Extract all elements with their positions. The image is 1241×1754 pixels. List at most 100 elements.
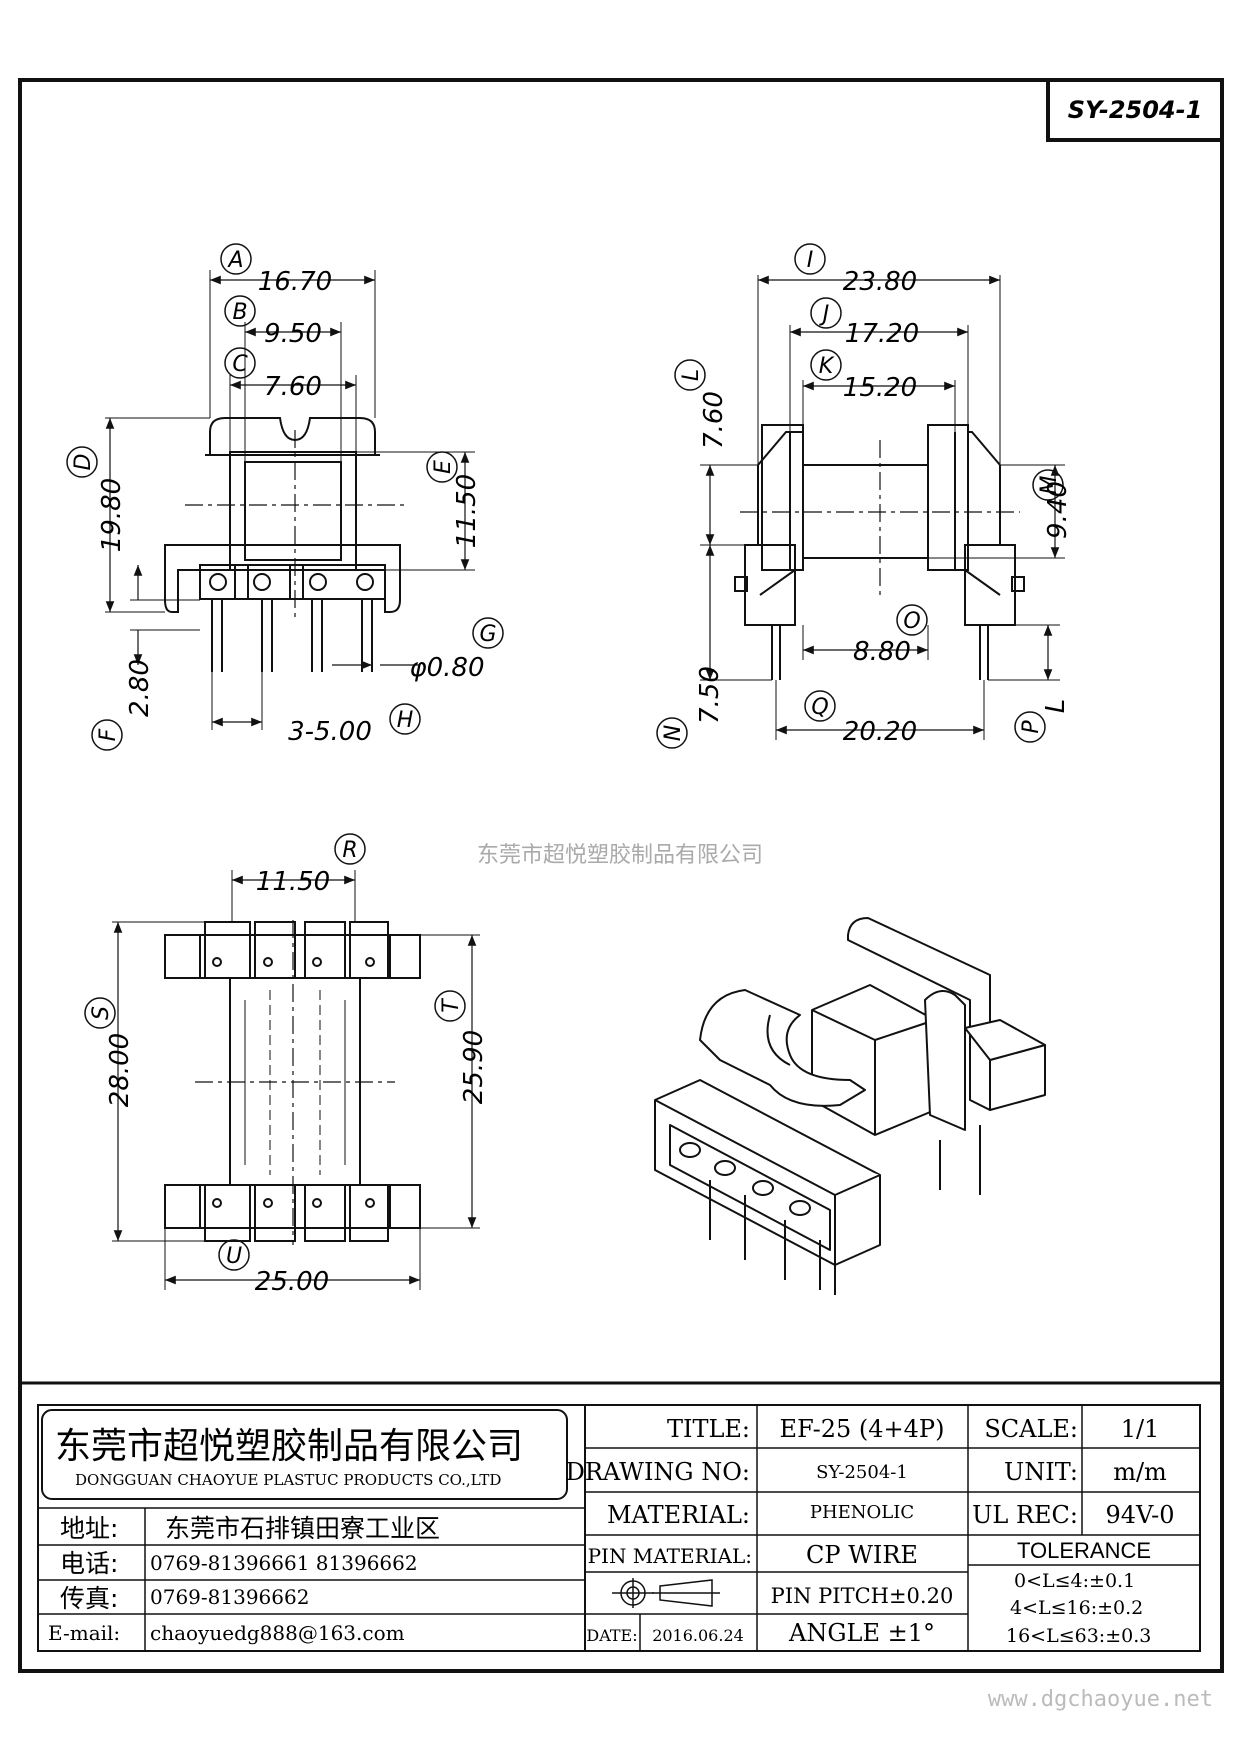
- callout-j: [810, 297, 842, 329]
- dim-c: 7.60: [264, 372, 322, 402]
- tolerance-row: 16<L≤63:±0.3: [1006, 1625, 1151, 1647]
- bottom-view: [112, 870, 480, 1290]
- side-view: [700, 275, 1065, 740]
- svg-text:F: F: [96, 728, 121, 741]
- callout-n: [656, 717, 688, 749]
- callout-g: [472, 617, 504, 649]
- bottom-view-labels: R 11.50 S 28.00 T 25.90 U 25.00: [84, 833, 489, 1297]
- projection-symbol-icon: [612, 1578, 720, 1608]
- callout-i: [794, 243, 826, 275]
- callout-a: [220, 243, 252, 275]
- pin-material-value: CP WIRE: [806, 1541, 918, 1569]
- dim-p: L: [1041, 699, 1071, 714]
- date-label: DATE:: [586, 1626, 637, 1645]
- scale-label: SCALE:: [984, 1415, 1078, 1443]
- callout-u: [218, 1239, 250, 1271]
- svg-text:R: R: [342, 838, 357, 863]
- svg-text:B: B: [232, 300, 247, 325]
- svg-text:J: J: [819, 302, 830, 327]
- svg-text:Q: Q: [811, 695, 828, 720]
- svg-text:D: D: [71, 454, 96, 471]
- ul-rec-label: UL REC:: [972, 1501, 1078, 1529]
- callout-p: [1014, 711, 1046, 743]
- fax-value: 0769-81396662: [150, 1585, 309, 1609]
- svg-text:L: L: [679, 369, 704, 381]
- dim-m: 9.40: [1043, 481, 1073, 539]
- dim-t: 25.90: [459, 1030, 489, 1104]
- pin-material-label: PIN MATERIAL:: [588, 1544, 752, 1568]
- svg-text:A: A: [226, 248, 243, 273]
- callout-t: [434, 990, 466, 1022]
- dim-n: 7.50: [695, 666, 725, 724]
- dim-d: 19.80: [97, 478, 127, 552]
- title-label: TITLE:: [667, 1415, 750, 1443]
- dim-k: 15.20: [843, 373, 917, 403]
- company-name-cn: 东莞市超悦塑胶制品有限公司: [55, 1426, 523, 1467]
- dim-g: φ0.80: [409, 653, 484, 683]
- email-value: chaoyuedg888@163.com: [150, 1621, 405, 1645]
- svg-text:N: N: [661, 725, 686, 741]
- callout-b: [224, 295, 256, 327]
- outer-frame: [18, 78, 1224, 1673]
- dim-l: 7.60: [699, 391, 729, 449]
- callout-r: [334, 833, 366, 865]
- svg-text:I: I: [807, 248, 814, 273]
- phone-label: 电话:: [60, 1549, 118, 1578]
- title-block-text: 东莞市超悦塑胶制品有限公司 DONGGUAN CHAOYUE PLASTUC P…: [48, 1415, 1175, 1647]
- isometric-view: [654, 917, 1046, 1295]
- dim-e: 11.50: [452, 474, 482, 548]
- unit-value: m/m: [1113, 1458, 1167, 1486]
- side-view-labels: I 23.80 J 17.20 K 15.20 L 7.60 M 9.40 N …: [656, 243, 1073, 749]
- svg-text:U: U: [226, 1244, 242, 1269]
- callout-m: [1032, 469, 1064, 501]
- callout-c: [224, 347, 256, 379]
- title-block-frame: [20, 1381, 1222, 1652]
- dim-f: 2.80: [125, 659, 155, 717]
- svg-text:S: S: [89, 1006, 114, 1020]
- dim-u: 25.00: [255, 1267, 329, 1297]
- tolerance-row: 4<L≤16:±0.2: [1010, 1597, 1143, 1619]
- dim-r: 11.50: [256, 867, 330, 897]
- svg-text:H: H: [397, 708, 414, 733]
- dim-b: 9.50: [264, 319, 322, 349]
- svg-text:P: P: [1019, 720, 1044, 734]
- svg-text:K: K: [819, 354, 835, 379]
- watermark-center: 东莞市超悦塑胶制品有限公司: [477, 843, 763, 868]
- front-view: [105, 270, 475, 730]
- dim-q: 20.20: [843, 717, 917, 747]
- bottom-view-dims: [113, 875, 477, 1285]
- dim-o: 8.80: [853, 637, 911, 667]
- callout-f: [91, 719, 123, 751]
- ul-rec-value: 94V-0: [1105, 1501, 1174, 1529]
- drawing-no-label: DRAWING NO:: [566, 1458, 750, 1486]
- company-name-en: DONGGUAN CHAOYUE PLASTUC PRODUCTS CO.,LT…: [75, 1471, 501, 1489]
- callout-h: [389, 703, 421, 735]
- watermark-url: www.dgchaoyue.net: [988, 1687, 1213, 1712]
- unit-label: UNIT:: [1004, 1458, 1078, 1486]
- fax-label: 传真:: [60, 1584, 118, 1613]
- tolerance-row: 0<L≤4:±0.1: [1014, 1570, 1135, 1592]
- date-value: 2016.06.24: [652, 1626, 744, 1645]
- svg-text:C: C: [232, 352, 248, 377]
- svg-text:O: O: [903, 609, 920, 634]
- tolerance-label: TOLERANCE: [1017, 1538, 1151, 1563]
- svg-text:G: G: [479, 622, 496, 647]
- side-view-dims: [705, 275, 1060, 735]
- drawing-no-box-text: SY-2504-1: [1068, 96, 1203, 124]
- address-value: 东莞市石排镇田寮工业区: [165, 1514, 440, 1543]
- svg-text:M: M: [1037, 475, 1062, 494]
- dim-i: 23.80: [843, 267, 917, 297]
- pin-pitch: PIN PITCH±0.20: [771, 1584, 954, 1608]
- callout-k: [810, 349, 842, 381]
- callout-s: [84, 997, 116, 1029]
- callout-e: [426, 451, 458, 483]
- dim-a: 16.70: [258, 267, 332, 297]
- material-label: MATERIAL:: [607, 1501, 750, 1529]
- angle-tolerance: ANGLE ±1°: [788, 1619, 935, 1647]
- front-view-dims: [105, 275, 470, 727]
- address-label: 地址:: [60, 1514, 118, 1543]
- svg-text:E: E: [431, 460, 456, 474]
- callout-d: [66, 446, 98, 478]
- phone-value: 0769-81396661 81396662: [150, 1551, 418, 1575]
